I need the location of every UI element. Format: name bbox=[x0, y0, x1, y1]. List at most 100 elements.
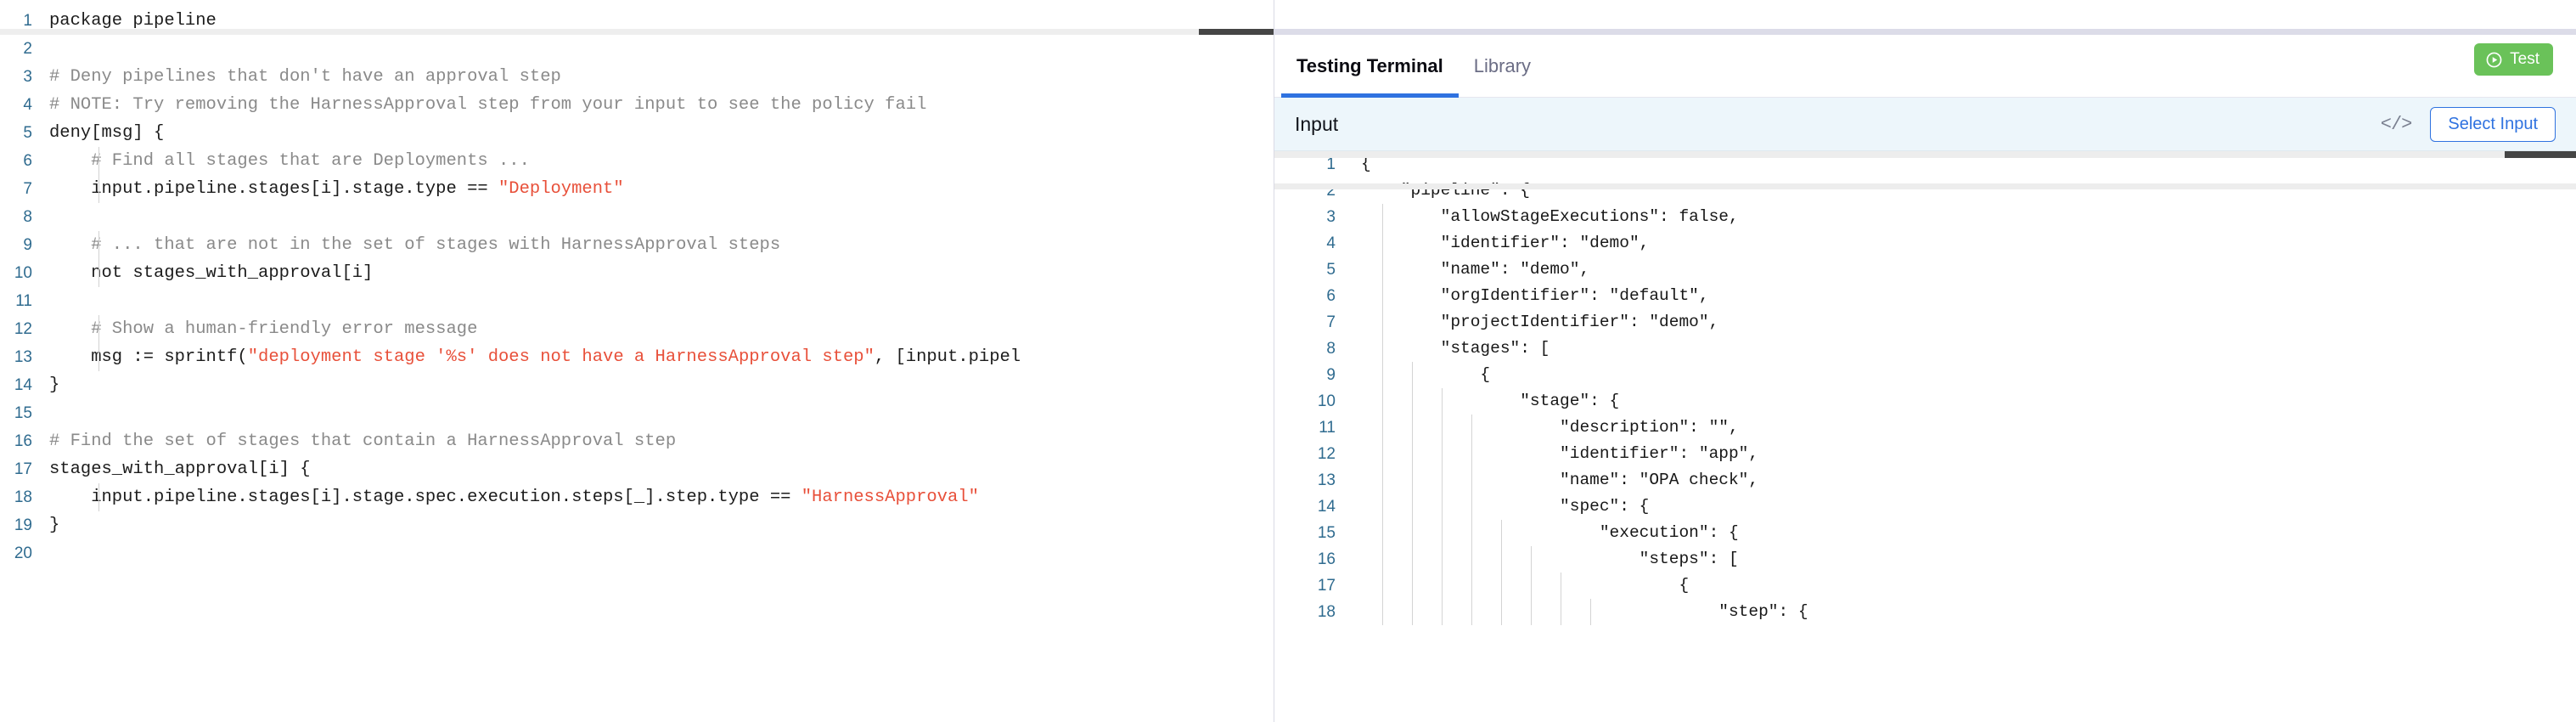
json-line-content: "identifier": "app", bbox=[1361, 441, 2576, 467]
test-button-label: Test bbox=[2510, 50, 2539, 68]
indent-guide bbox=[98, 483, 99, 511]
token-plain: package pipeline bbox=[49, 11, 217, 31]
json-line-content: "description": "", bbox=[1361, 415, 2576, 441]
json-line-content: "stage": { bbox=[1361, 388, 2576, 415]
input-section-header: Input </> Select Input bbox=[1274, 98, 2576, 151]
json-line-content: { bbox=[1361, 362, 2576, 388]
json-line: 13 "name": "OPA check", bbox=[1274, 467, 2576, 494]
json-token-plain: "orgIdentifier": "default", bbox=[1361, 286, 1709, 305]
token-string: "HarnessApproval" bbox=[801, 488, 979, 507]
json-token-plain: "description": "", bbox=[1361, 418, 1739, 437]
token-comment: # Find all stages that are Deployments .… bbox=[49, 151, 530, 171]
token-comment: # Find the set of stages that contain a … bbox=[49, 432, 677, 451]
json-line-number: 5 bbox=[1326, 261, 1336, 279]
json-line: 15 "execution": { bbox=[1274, 520, 2576, 546]
code-line: 17 stages_with_approval[i] { bbox=[0, 455, 1274, 483]
line-number: 19 bbox=[14, 516, 32, 534]
json-token-plain: "identifier": "app", bbox=[1361, 444, 1759, 463]
json-line: 9 { bbox=[1274, 362, 2576, 388]
line-content: } bbox=[49, 511, 1274, 539]
line-number: 3 bbox=[23, 68, 32, 86]
line-number: 7 bbox=[23, 180, 32, 198]
json-horizontal-scrollbar-track[interactable] bbox=[1274, 151, 2576, 158]
line-number: 14 bbox=[14, 376, 32, 394]
code-view-icon[interactable]: </> bbox=[2380, 113, 2413, 135]
line-content: deny[msg] { bbox=[49, 119, 1274, 147]
code-line: 13 msg := sprintf("deployment stage '%s'… bbox=[0, 343, 1274, 371]
line-content: } bbox=[49, 371, 1274, 399]
json-line-number: 16 bbox=[1317, 550, 1336, 568]
indent-guide bbox=[98, 315, 99, 343]
testing-pane-top-rail bbox=[1274, 29, 2576, 35]
token-plain: , [input.pipel bbox=[874, 347, 1021, 367]
line-number: 20 bbox=[14, 544, 32, 562]
json-line-content: "orgIdentifier": "default", bbox=[1361, 283, 2576, 309]
json-line-content: "execution": { bbox=[1361, 520, 2576, 546]
code-line: 4# NOTE: Try removing the HarnessApprova… bbox=[0, 91, 1274, 119]
json-line-number: 4 bbox=[1326, 234, 1336, 252]
json-line-number: 14 bbox=[1317, 498, 1336, 516]
json-editor-sub-rail bbox=[1274, 183, 2576, 189]
code-line: 11 bbox=[0, 287, 1274, 315]
json-token-plain: "stages": [ bbox=[1361, 339, 1550, 358]
token-string: "Deployment" bbox=[498, 179, 624, 199]
json-line-number: 10 bbox=[1317, 392, 1336, 410]
json-line-number: 9 bbox=[1326, 366, 1336, 384]
indent-guide bbox=[98, 259, 99, 287]
code-line: 10 not stages_with_approval[i] bbox=[0, 259, 1274, 287]
line-number: 9 bbox=[23, 236, 32, 254]
token-comment: # Deny pipelines that don't have an appr… bbox=[49, 67, 561, 87]
tab-library[interactable]: Library bbox=[1459, 35, 1546, 98]
json-line: 7 "projectIdentifier": "demo", bbox=[1274, 309, 2576, 336]
tab-testing-terminal[interactable]: Testing Terminal bbox=[1281, 35, 1459, 98]
json-token-plain: { bbox=[1361, 365, 1491, 384]
json-line: 14 "spec": { bbox=[1274, 494, 2576, 520]
line-content: # Find the set of stages that contain a … bbox=[49, 427, 1274, 455]
json-token-plain: "step": { bbox=[1361, 602, 1808, 621]
code-line: 15 bbox=[0, 399, 1274, 427]
tab-testing-terminal-label: Testing Terminal bbox=[1296, 55, 1443, 76]
json-line-number: 1 bbox=[1326, 155, 1336, 173]
json-token-plain: "execution": { bbox=[1361, 523, 1739, 542]
json-line-number: 7 bbox=[1326, 313, 1336, 331]
token-comment: # NOTE: Try removing the HarnessApproval… bbox=[49, 95, 927, 115]
testing-terminal-pane: Testing Terminal Library Test Input </> … bbox=[1274, 0, 2576, 722]
line-number: 12 bbox=[14, 320, 32, 338]
code-line: 18 input.pipeline.stages[i].stage.spec.e… bbox=[0, 483, 1274, 511]
line-number: 15 bbox=[14, 404, 32, 422]
json-token-plain: "allowStageExecutions": false, bbox=[1361, 207, 1739, 226]
json-line: 16 "steps": [ bbox=[1274, 546, 2576, 573]
line-number: 1 bbox=[23, 12, 32, 30]
code-line: 1 package pipeline bbox=[0, 7, 1274, 35]
json-line: 3 "allowStageExecutions": false, bbox=[1274, 204, 2576, 230]
json-token-plain: "name": "demo", bbox=[1361, 260, 1590, 279]
code-line: 9 # ... that are not in the set of stage… bbox=[0, 231, 1274, 259]
code-line: 3 # Deny pipelines that don't have an app… bbox=[0, 63, 1274, 91]
token-plain: deny[msg] { bbox=[49, 123, 165, 143]
token-plain: } bbox=[49, 375, 60, 395]
code-line: 12 # Show a human-friendly error message bbox=[0, 315, 1274, 343]
json-line-content: "step": { bbox=[1361, 599, 2576, 625]
json-token-plain: "name": "OPA check", bbox=[1361, 471, 1759, 489]
token-comment: # ... that are not in the set of stages … bbox=[49, 235, 781, 255]
code-line: 8 bbox=[0, 203, 1274, 231]
json-token-plain: "steps": [ bbox=[1361, 550, 1739, 568]
pipeline-input-json-editor[interactable]: 1{2 "pipeline": {3 "allowStageExecutions… bbox=[1274, 151, 2576, 722]
json-line-content: "spec": { bbox=[1361, 494, 2576, 520]
json-token-plain: "identifier": "demo", bbox=[1361, 234, 1650, 252]
line-number: 17 bbox=[14, 460, 32, 478]
json-horizontal-scrollbar-thumb[interactable] bbox=[2505, 151, 2576, 158]
select-input-button[interactable]: Select Input bbox=[2430, 106, 2556, 142]
test-button[interactable]: Test bbox=[2474, 43, 2553, 76]
json-code-rows: 1{2 "pipeline": {3 "allowStageExecutions… bbox=[1274, 151, 2576, 625]
indent-guide bbox=[98, 343, 99, 371]
indent-guide bbox=[98, 231, 99, 259]
line-number: 18 bbox=[14, 488, 32, 506]
token-plain: stages_with_approval[i] { bbox=[49, 460, 311, 479]
code-line: 6 # Find all stages that are Deployments… bbox=[0, 147, 1274, 175]
testing-tabs-bar: Testing Terminal Library bbox=[1274, 35, 2576, 98]
json-line-content: "pipeline": { bbox=[1361, 178, 2576, 204]
